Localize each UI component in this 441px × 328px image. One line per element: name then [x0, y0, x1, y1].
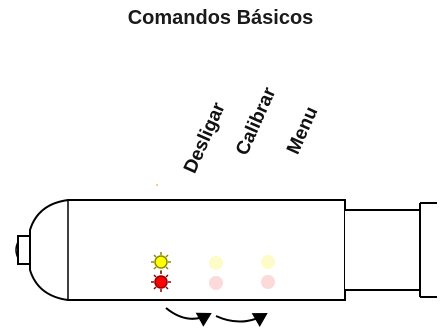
led-yellow-dim-2: [209, 256, 223, 270]
device-end-cap: [17, 235, 31, 265]
led-yellow-active: [151, 252, 171, 273]
device-neck: [345, 209, 421, 291]
diagram-title: Comandos Básicos: [127, 7, 314, 29]
led-yellow-dim-3: [261, 255, 275, 269]
led-red-dim-2: [209, 276, 223, 290]
led-red-dim-3: [261, 275, 275, 289]
end-cap-nub: [15, 241, 19, 259]
stray-dot: [156, 184, 158, 186]
device-body: [29, 199, 346, 301]
arrow-to-menu: [215, 312, 268, 327]
arrow-to-calibrar: [165, 307, 212, 327]
led-red-active: [151, 271, 171, 292]
